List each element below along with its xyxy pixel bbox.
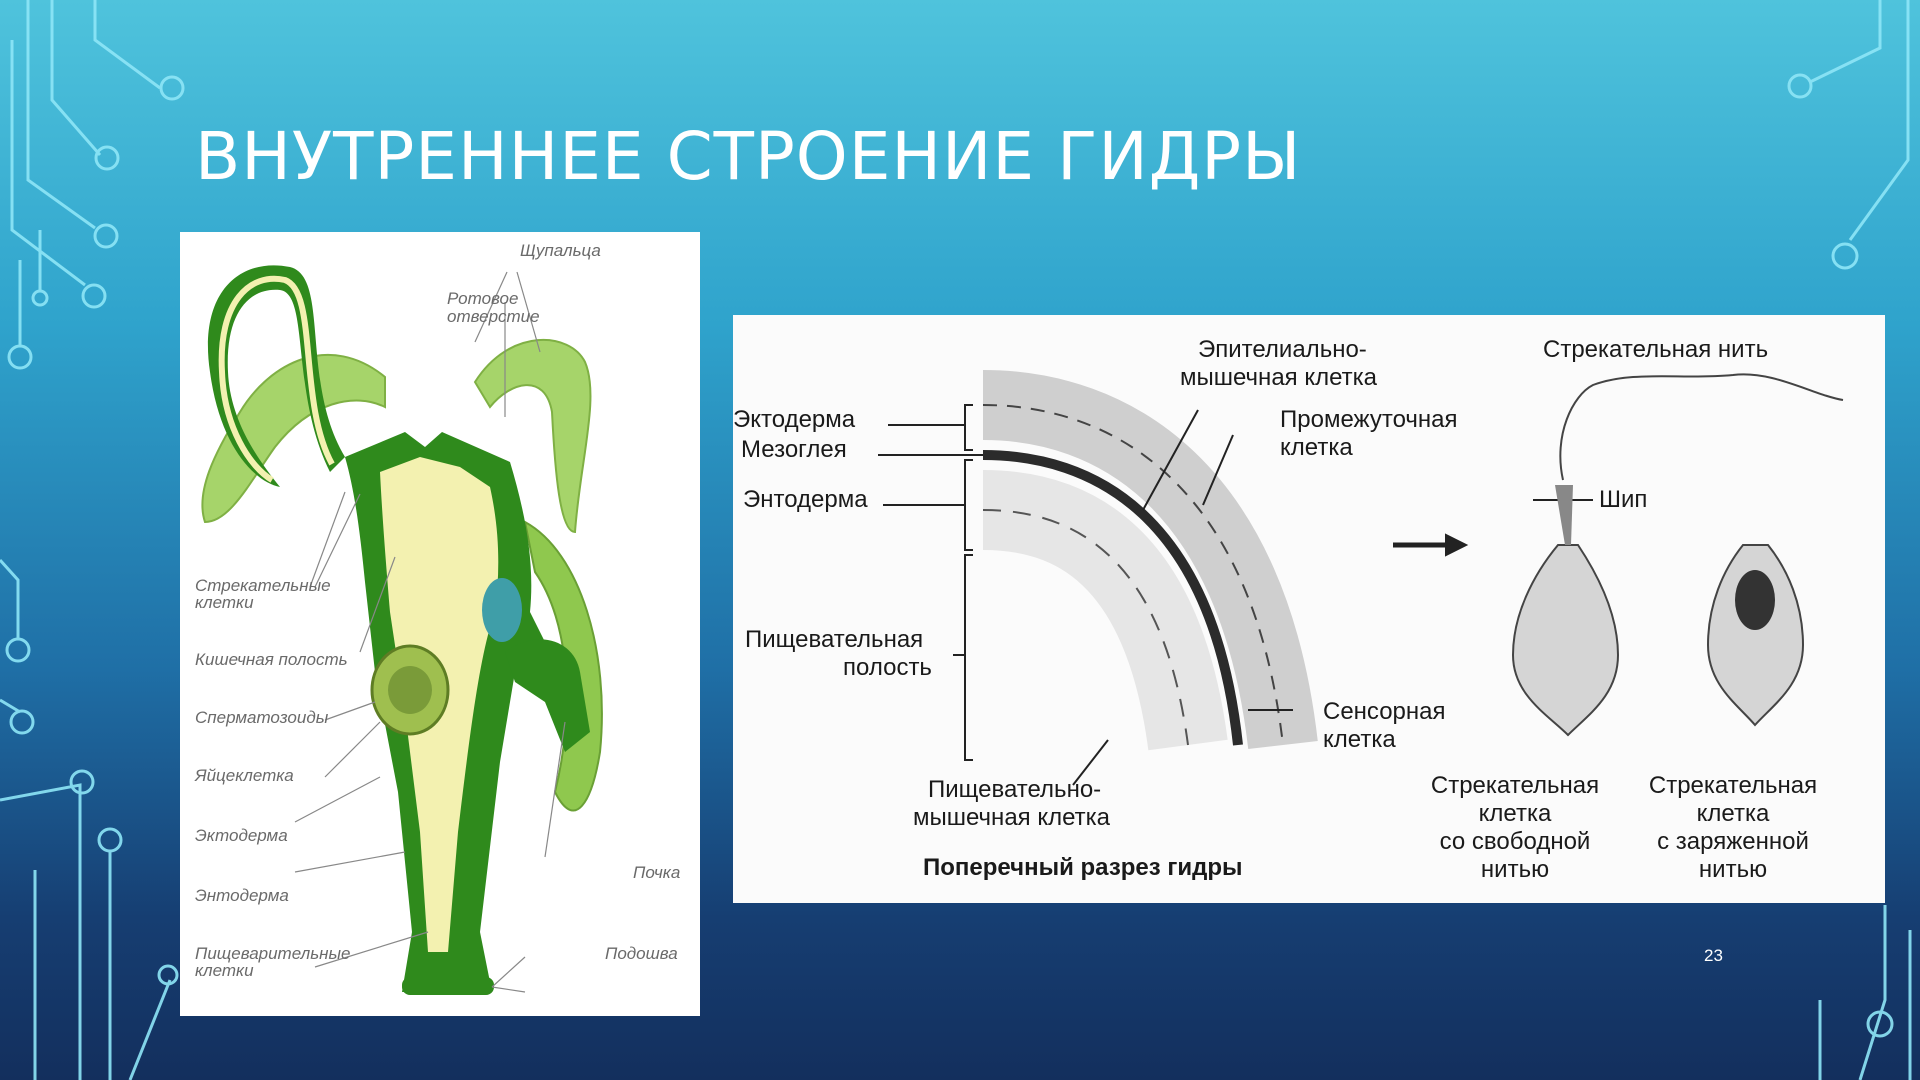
circuit-node <box>159 75 185 101</box>
label-intermediate-2: клетка <box>1280 434 1353 461</box>
label-ectoderm: Эктодерма <box>195 826 288 845</box>
stinging-cell-charged <box>1706 544 1805 727</box>
label-sensory-1: Сенсорная <box>1323 698 1446 725</box>
label-intermediate-1: Промежуточная <box>1280 406 1458 433</box>
tentacle-light <box>473 338 592 534</box>
slide-title: ВНУТРЕННЕЕ СТРОЕНИЕ ГИДРЫ <box>195 118 1302 195</box>
circuit-line <box>0 558 20 640</box>
label-charged-3: с заряженной <box>1657 828 1809 855</box>
egg-nucleus <box>388 666 432 714</box>
circuit-line <box>1858 905 1887 1080</box>
hydra-structure-diagram: Щупальца Ротовое отверстие Стрекательные… <box>180 232 700 1016</box>
label-stinging-1: Стрекательные <box>195 576 331 595</box>
circuit-line <box>0 698 21 714</box>
hydra-cross-section-diagram: Эктодерма Мезоглея Энтодерма Пищевательн… <box>733 315 1885 903</box>
tentacle-sectioned <box>207 265 345 487</box>
label-thread: Стрекательная нить <box>1543 336 1768 363</box>
label-bud: Почка <box>633 863 680 882</box>
label-digestive-2: клетки <box>195 961 254 980</box>
circuit-node <box>5 637 31 663</box>
stinging-thread <box>1559 373 1844 481</box>
cell-layer-arc <box>982 370 1318 751</box>
label-mouth-2: отверстие <box>447 307 540 326</box>
label-endoderm: Энтодерма <box>195 886 289 905</box>
spine <box>1555 485 1573 545</box>
label-ectoderm-right: Эктодерма <box>733 406 856 433</box>
circuit-node <box>69 769 95 795</box>
tentacle-cavity <box>218 275 335 483</box>
label-sperm: Сперматозоиды <box>195 708 329 727</box>
circuit-node <box>31 289 49 307</box>
label-charged-4: нитью <box>1699 856 1767 883</box>
circuit-node <box>81 283 107 309</box>
circuit-line <box>50 0 102 156</box>
circuit-node <box>97 827 123 853</box>
label-stinging-2: клетки <box>195 593 254 612</box>
stinging-cell-free <box>1511 544 1620 737</box>
label-mesoglea: Мезоглея <box>741 436 847 463</box>
label-free-1: Стрекательная <box>1431 772 1599 799</box>
circuit-line <box>0 783 82 1080</box>
circuit-node <box>1866 1010 1894 1038</box>
charged-capsule <box>1735 570 1775 630</box>
circuit-node <box>9 709 35 735</box>
sole <box>402 977 494 995</box>
circuit-node <box>1831 242 1859 270</box>
label-charged-2: клетка <box>1697 800 1770 827</box>
label-endoderm-right: Энтодерма <box>743 486 868 513</box>
label-mouth-1: Ротовое <box>447 289 518 308</box>
label-sensory-2: клетка <box>1323 726 1396 753</box>
circuit-line <box>1848 0 1910 241</box>
circuit-node <box>157 964 179 986</box>
circuit-line <box>10 40 86 287</box>
label-free-2: клетка <box>1479 800 1552 827</box>
circuit-line <box>93 0 161 90</box>
page-number: 23 <box>1704 946 1723 965</box>
circuit-line <box>26 0 96 230</box>
label-tentacles: Щупальца <box>520 241 601 260</box>
label-free-4: нитью <box>1481 856 1549 883</box>
circuit-line <box>1809 0 1882 84</box>
label-digestive-1: Пищеварительные <box>195 944 350 963</box>
sperm-gland <box>482 578 522 642</box>
label-epithelial-1: Эпителиально- <box>1198 336 1367 363</box>
label-egg: Яйцеклетка <box>194 766 294 785</box>
circuit-node <box>7 344 33 370</box>
circuit-node <box>94 145 120 171</box>
circuit-node <box>1787 73 1813 99</box>
label-digestive-right-1: Пищевательно- <box>928 776 1101 803</box>
label-charged-1: Стрекательная <box>1649 772 1817 799</box>
diagram-caption: Поперечный разрез гидры <box>923 854 1243 881</box>
circuit-line <box>128 979 172 1080</box>
label-sole: Подошва <box>605 944 678 963</box>
label-cavity-1: Пищевательная <box>745 626 923 653</box>
label-gut-cavity: Кишечная полость <box>195 650 348 669</box>
bud <box>505 639 590 752</box>
label-digestive-right-2: мышечная клетка <box>913 804 1111 831</box>
circuit-node <box>93 223 119 249</box>
label-spine: Шип <box>1599 486 1647 513</box>
label-epithelial-2: мышечная клетка <box>1180 364 1378 391</box>
label-cavity-2: полость <box>843 654 932 681</box>
label-free-3: со свободной <box>1440 828 1591 855</box>
